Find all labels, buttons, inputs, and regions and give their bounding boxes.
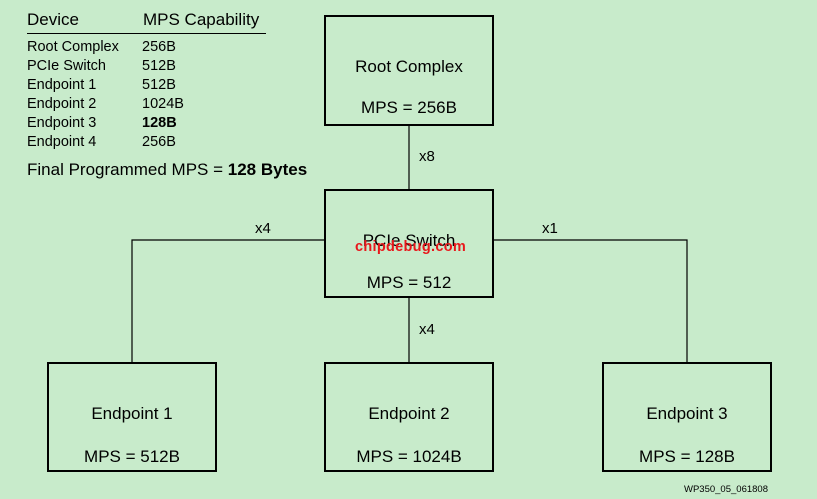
figure-id: WP350_05_061808 [684, 484, 768, 495]
link-label-switch-ep2: x4 [419, 321, 435, 338]
link-label-root-switch: x8 [419, 148, 435, 165]
row-device: Endpoint 3 [27, 115, 97, 131]
link-label-switch-ep3: x1 [542, 220, 558, 237]
row-device: Root Complex [27, 39, 119, 55]
node-endpoint-3: Endpoint 3 MPS = 128B [602, 362, 772, 472]
node-mps: MPS = 1024B [356, 447, 462, 466]
row-mps: 512B [142, 77, 176, 93]
row-device: Endpoint 1 [27, 77, 97, 93]
node-name: Endpoint 2 [368, 404, 450, 423]
node-mps: MPS = 128B [639, 447, 735, 466]
table-header-mps: MPS Capability [143, 10, 260, 29]
node-name: Endpoint 1 [91, 404, 173, 423]
row-mps: 1024B [142, 96, 184, 112]
row-device: Endpoint 2 [27, 96, 97, 112]
node-endpoint-2: Endpoint 2 MPS = 1024B [324, 362, 494, 472]
final-programmed-mps: Final Programmed MPS = 128 Bytes [27, 160, 307, 180]
final-mps-prefix: Final Programmed MPS = [27, 160, 228, 179]
node-mps: MPS = 512B [84, 447, 180, 466]
node-name: PCIe Switch [362, 231, 456, 250]
watermark-text: chipdebug.com [355, 239, 467, 255]
row-mps: 256B [142, 134, 176, 150]
node-name: Endpoint 3 [646, 404, 728, 423]
row-mps: 256B [142, 39, 176, 55]
link-switch-ep1-line [131, 239, 326, 363]
row-device: PCIe Switch [27, 58, 106, 74]
row-mps: 128B [142, 115, 177, 131]
final-mps-value: 128 Bytes [227, 160, 308, 179]
table-header-rule [27, 33, 266, 34]
node-name: Root Complex [355, 57, 463, 76]
link-switch-ep3-line [493, 239, 688, 363]
node-pcie-switch: PCIe Switch MPS = 512 [324, 189, 494, 298]
node-endpoint-1: Endpoint 1 MPS = 512B [47, 362, 217, 472]
row-mps: 512B [142, 58, 176, 74]
link-label-switch-ep1: x4 [255, 220, 271, 237]
node-mps: MPS = 512 [366, 273, 452, 292]
table-header-device: Device [27, 10, 79, 29]
row-device: Endpoint 4 [27, 134, 97, 150]
node-root-complex: Root Complex MPS = 256B [324, 15, 494, 126]
node-mps: MPS = 256B [361, 98, 457, 117]
